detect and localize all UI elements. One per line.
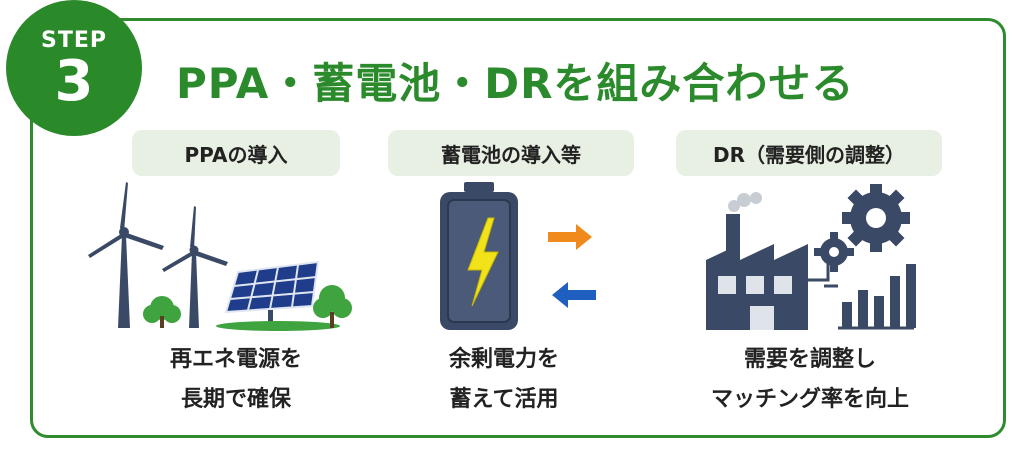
factory-icon xyxy=(706,214,808,330)
lightning-icon xyxy=(467,217,499,307)
caption-line: 需要を調整し xyxy=(743,347,876,372)
caption-dr: 需要を調整し マッチング率を向上 xyxy=(680,340,940,420)
caption-line: マッチング率を向上 xyxy=(710,387,909,412)
tree-icon xyxy=(143,296,181,328)
gear-icon xyxy=(814,232,854,272)
arrow-left-icon xyxy=(552,282,596,308)
page-title: PPA・蓄電池・DRを組み合わせる xyxy=(176,59,855,108)
wind-turbine-icon xyxy=(162,206,228,328)
tree-icon xyxy=(313,285,352,328)
caption-battery: 余剰電力を 蓄えて活用 xyxy=(374,340,634,420)
renewable-energy-illustration xyxy=(88,182,352,331)
caption-line: 余剰電力を xyxy=(448,347,559,372)
bar-chart-icon xyxy=(838,264,916,330)
caption-line: 再エネ電源を xyxy=(169,347,302,372)
heading-ppa: PPAの導入 xyxy=(132,130,340,176)
heading-dr: DR（需要側の調整） xyxy=(676,130,942,176)
caption-ppa: 再エネ電源を 長期で確保 xyxy=(106,340,366,420)
smoke-icon xyxy=(728,192,762,212)
step-label: STEP xyxy=(40,28,107,53)
step-badge: STEP 3 xyxy=(6,0,142,136)
step-number: 3 xyxy=(54,49,94,114)
arrow-right-icon xyxy=(548,224,592,250)
gear-icon xyxy=(842,184,910,252)
caption-line: 長期で確保 xyxy=(180,387,291,412)
wind-turbine-icon xyxy=(88,182,164,328)
demand-response-illustration xyxy=(706,184,916,330)
solar-panel-icon xyxy=(224,260,320,326)
caption-line: 蓄えて活用 xyxy=(449,387,559,412)
heading-battery: 蓄電池の導入等 xyxy=(388,130,634,176)
battery-illustration xyxy=(440,182,596,330)
